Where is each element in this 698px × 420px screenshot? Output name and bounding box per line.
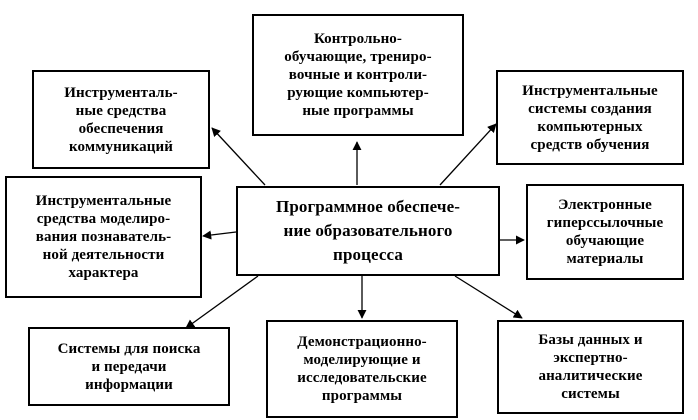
arrow-to-bottom-right <box>454 275 523 319</box>
node-bottom-left: Системы для поиска и передачи информации <box>28 327 230 406</box>
arrow-to-middle-left <box>202 230 237 240</box>
node-top-left-label: Инструменталь- ные средства обеспечения … <box>64 84 178 155</box>
node-bottom-left-label: Системы для поиска и передачи информации <box>57 340 201 393</box>
node-top-right: Инструментальные системы создания компью… <box>496 70 684 165</box>
node-bottom-right-label: Базы данных и экспертно- аналитические с… <box>538 332 643 402</box>
node-bottom-right: Базы данных и экспертно- аналитические с… <box>497 320 684 414</box>
arrow-to-top-right <box>439 123 497 186</box>
node-bottom-center-label: Демонстрационно- моделирующие и исследов… <box>297 334 427 404</box>
arrow-to-bottom-left <box>185 275 259 329</box>
arrow-to-top-left <box>211 127 266 186</box>
node-middle-left-label: Инструментальные средства моделиро- вани… <box>35 193 172 281</box>
node-bottom-center: Демонстрационно- моделирующие и исследов… <box>266 320 458 418</box>
node-top-center: Контрольно- обучающие, трениро- вочные и… <box>252 14 464 136</box>
node-top-left: Инструменталь- ные средства обеспечения … <box>32 70 210 169</box>
node-middle-left: Инструментальные средства моделиро- вани… <box>5 176 202 298</box>
center-node: Программное обеспече- ние образовательно… <box>236 186 500 276</box>
node-middle-right-label: Электронные гиперссылочные обучающие мат… <box>546 197 664 267</box>
node-top-center-label: Контрольно- обучающие, трениро- вочные и… <box>284 31 432 119</box>
node-middle-right: Электронные гиперссылочные обучающие мат… <box>526 184 684 280</box>
center-node-label: Программное обеспече- ние образовательно… <box>276 197 460 264</box>
node-top-right-label: Инструментальные системы создания компью… <box>522 82 658 153</box>
